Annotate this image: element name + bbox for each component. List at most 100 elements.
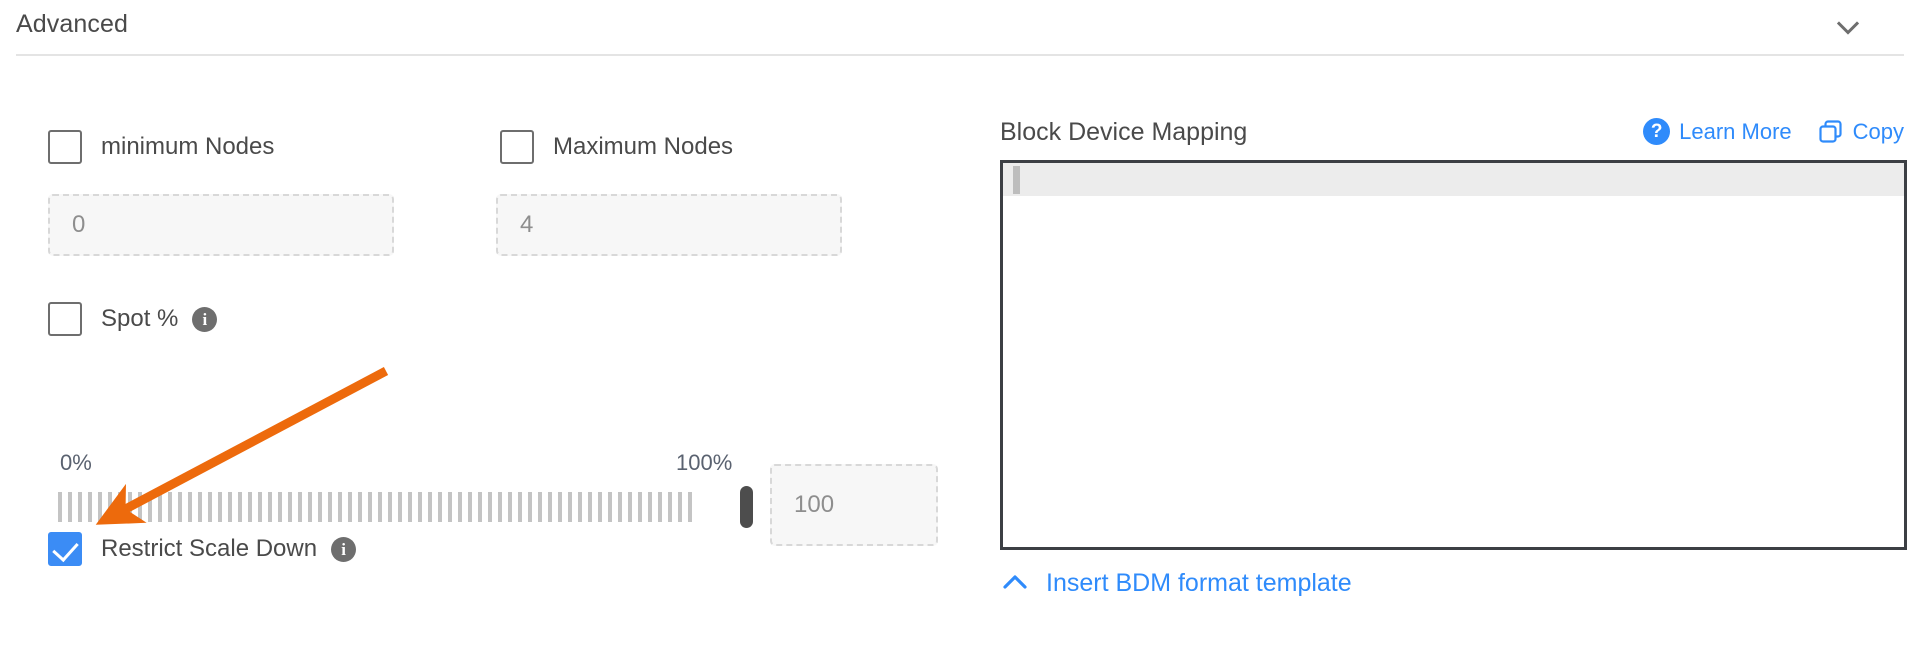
spot-percent-checkbox[interactable] <box>48 302 82 336</box>
maximum-nodes-label: Maximum Nodes <box>553 133 734 160</box>
slider-tick <box>278 492 282 522</box>
slider-tick <box>618 492 622 522</box>
slider-tick <box>198 492 202 522</box>
slider-tick <box>678 492 682 522</box>
minimum-nodes-input[interactable]: 0 <box>48 194 394 256</box>
spot-percent-info-icon[interactable]: i <box>192 306 218 332</box>
slider-tick <box>358 492 362 522</box>
slider-tick <box>158 492 162 522</box>
editor-caret <box>1013 166 1020 194</box>
spot-percent-value-input[interactable]: 100 <box>770 464 938 546</box>
restrict-scale-down-info-icon[interactable]: i <box>331 536 357 562</box>
slider-tick <box>658 492 662 522</box>
slider-tick <box>268 492 272 522</box>
slider-tick <box>108 492 112 522</box>
slider-tick <box>228 492 232 522</box>
spot-percent-checkbox-row[interactable]: Spot % i <box>48 302 218 336</box>
slider-tick <box>238 492 242 522</box>
slider-tick <box>148 492 152 522</box>
maximum-nodes-input[interactable]: 4 <box>496 194 842 256</box>
slider-tick <box>448 492 452 522</box>
advanced-section-header[interactable]: Advanced <box>0 0 1920 56</box>
slider-tick <box>458 492 462 522</box>
restrict-scale-down-checkbox[interactable] <box>48 532 82 566</box>
slider-tick <box>548 492 552 522</box>
learn-more-link[interactable]: ? Learn More <box>1643 118 1792 145</box>
restrict-scale-down-checkbox-row[interactable]: Restrict Scale Down i <box>48 532 357 566</box>
slider-tick <box>538 492 542 522</box>
spot-percent-slider-handle[interactable] <box>740 486 753 528</box>
copy-label: Copy <box>1852 118 1904 144</box>
minimum-nodes-checkbox-row[interactable]: minimum Nodes <box>48 130 274 164</box>
slider-tick <box>648 492 652 522</box>
slider-tick <box>428 492 432 522</box>
maximum-nodes-input-placeholder: 4 <box>520 211 534 238</box>
slider-tick <box>118 492 122 522</box>
block-device-mapping-column: Block Device Mapping ? Learn More Copy <box>990 55 1920 656</box>
slider-tick <box>628 492 632 522</box>
info-glyph: i <box>202 309 208 329</box>
slider-tick <box>298 492 302 522</box>
spot-percent-slider[interactable] <box>58 490 748 524</box>
slider-tick <box>418 492 422 522</box>
learn-more-label: Learn More <box>1679 118 1792 144</box>
page-title: Advanced <box>16 10 128 38</box>
slider-tick <box>258 492 262 522</box>
spot-percent-label: Spot % <box>101 305 179 332</box>
slider-tick <box>218 492 222 522</box>
slider-tick <box>478 492 482 522</box>
slider-tick <box>348 492 352 522</box>
slider-tick <box>438 492 442 522</box>
insert-bdm-format-template-label: Insert BDM format template <box>1046 568 1352 597</box>
editor-active-line <box>1003 163 1904 196</box>
block-device-mapping-actions: ? Learn More Copy <box>1643 118 1904 145</box>
copy-button[interactable]: Copy <box>1818 119 1904 145</box>
slider-tick <box>518 492 522 522</box>
slider-tick <box>638 492 642 522</box>
slider-tick <box>388 492 392 522</box>
slider-tick <box>128 492 132 522</box>
scaling-options-column: minimum Nodes Maximum Nodes 0 4 Spot % i… <box>0 55 960 656</box>
slider-tick <box>248 492 252 522</box>
block-device-mapping-title: Block Device Mapping <box>1000 118 1248 146</box>
maximum-nodes-checkbox[interactable] <box>500 130 534 164</box>
minimum-nodes-label: minimum Nodes <box>101 133 275 160</box>
chevron-down-icon[interactable] <box>1834 14 1862 42</box>
slider-tick <box>668 492 672 522</box>
slider-tick <box>68 492 72 522</box>
slider-tick <box>528 492 532 522</box>
copy-icon <box>1818 119 1844 145</box>
info-glyph: i <box>341 539 346 559</box>
chevron-up-icon <box>1000 568 1030 598</box>
slider-tick <box>78 492 82 522</box>
question-circle-icon: ? <box>1643 118 1671 145</box>
slider-tick <box>138 492 142 522</box>
block-device-mapping-editor[interactable] <box>1000 160 1907 550</box>
slider-tick <box>58 492 62 522</box>
minimum-nodes-checkbox[interactable] <box>48 130 82 164</box>
slider-tick <box>558 492 562 522</box>
slider-tick <box>318 492 322 522</box>
slider-tick <box>208 492 212 522</box>
slider-tick <box>508 492 512 522</box>
slider-tick <box>488 492 492 522</box>
slider-tick <box>88 492 92 522</box>
slider-tick <box>328 492 332 522</box>
slider-tick <box>608 492 612 522</box>
slider-tick <box>598 492 602 522</box>
minimum-nodes-input-placeholder: 0 <box>72 211 86 238</box>
header-divider <box>16 54 1904 56</box>
slider-tick <box>498 492 502 522</box>
maximum-nodes-checkbox-row[interactable]: Maximum Nodes <box>500 130 733 164</box>
slider-tick <box>468 492 472 522</box>
question-glyph: ? <box>1650 121 1663 142</box>
slider-min-label: 0% <box>60 450 92 475</box>
slider-tick <box>308 492 312 522</box>
slider-tick <box>578 492 582 522</box>
slider-tick <box>188 492 192 522</box>
spot-percent-value-placeholder: 100 <box>794 491 835 518</box>
insert-bdm-format-template-link[interactable]: Insert BDM format template <box>1000 568 1352 598</box>
slider-tick <box>98 492 102 522</box>
slider-tick <box>368 492 372 522</box>
